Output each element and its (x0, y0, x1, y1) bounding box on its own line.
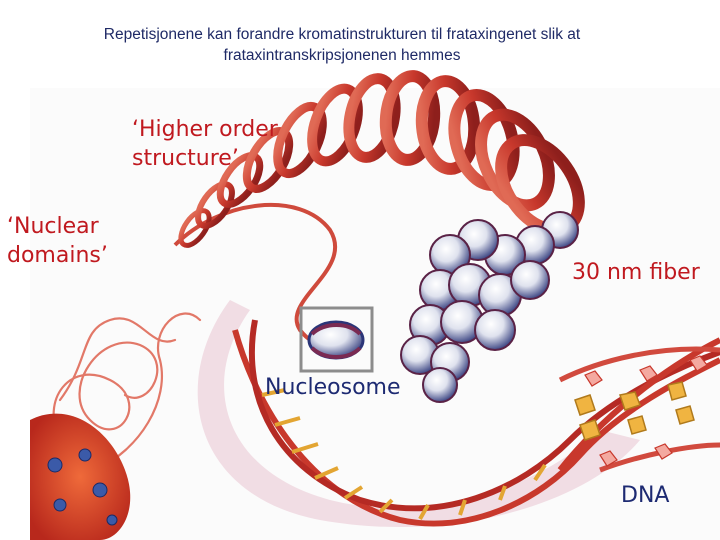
dna-base-pairs (261, 388, 547, 520)
cell-nucleus (30, 413, 131, 540)
nuclear-domain-fibers (52, 312, 202, 472)
label-higher-order-line-2: structure’ (132, 146, 239, 171)
label-higher-order-structure: ‘Higher order structure’ (132, 115, 278, 173)
label-nuclear-line-1: ‘Nuclear (7, 214, 99, 239)
label-nuclear-line-2: domains’ (7, 243, 108, 268)
label-nuclear-domains: ‘Nuclear domains’ (7, 212, 108, 270)
nucleosome-illustration (307, 320, 365, 360)
dna-molecular-detail (558, 346, 720, 473)
slide-title-line-2: frataxintranskripsjonenen hemmes (223, 47, 461, 64)
label-higher-order-line-1: ‘Higher order (132, 117, 278, 142)
label-30nm-fiber: 30 nm fiber (572, 260, 700, 285)
thirty-nm-fiber (400, 211, 579, 403)
nucleosome-highlight-box (299, 306, 374, 373)
slide-title: Repetisjonene kan forandre kromatinstruk… (0, 24, 684, 66)
label-nucleosome: Nucleosome (265, 375, 401, 400)
slide-title-line-1: Repetisjonene kan forandre kromatinstruk… (103, 26, 581, 43)
label-dna: DNA (621, 483, 670, 508)
